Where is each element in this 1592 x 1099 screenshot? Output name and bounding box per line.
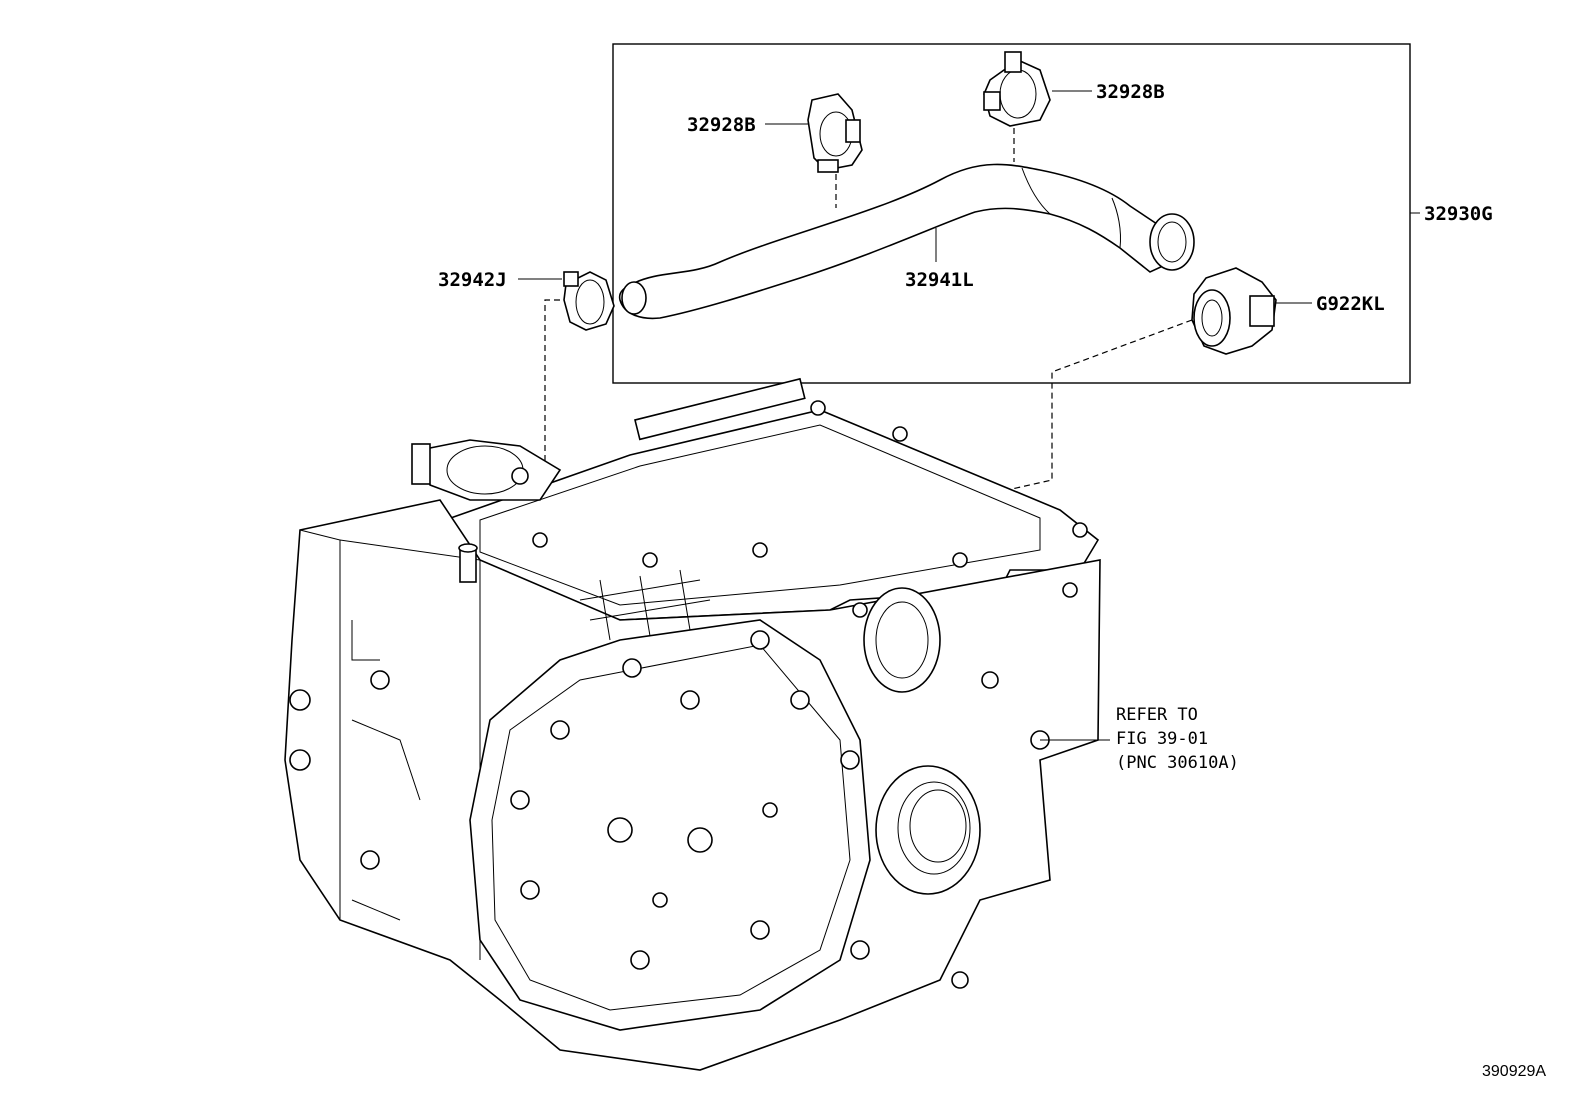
connector-G922KL [1191, 267, 1277, 355]
clamp-32928B-left [807, 93, 863, 208]
callout-32942J: 32942J [438, 269, 507, 291]
hose-32941L [618, 163, 1195, 320]
clamp-32942J [563, 271, 615, 331]
callout-G922KL: G922KL [1316, 293, 1385, 315]
transaxle-housing [284, 377, 1101, 1071]
callout-32928B-right: 32928B [1096, 81, 1165, 103]
figure-code: 390929A [1482, 1063, 1546, 1080]
ref-note-line3: (PNC 30610A) [1116, 753, 1239, 773]
hose-end-right [1149, 213, 1195, 271]
install-line-G922KL [984, 319, 1193, 496]
ref-note-line2: FIG 39-01 [1116, 729, 1208, 749]
callout-32928B-left: 32928B [687, 114, 756, 136]
clamp-32928B-right [983, 51, 1051, 162]
ref-note-line1: REFER TO [1116, 705, 1198, 725]
hose-end-left [621, 281, 647, 315]
callout-32930G: 32930G [1424, 203, 1493, 225]
callout-32941L: 32941L [905, 269, 974, 291]
